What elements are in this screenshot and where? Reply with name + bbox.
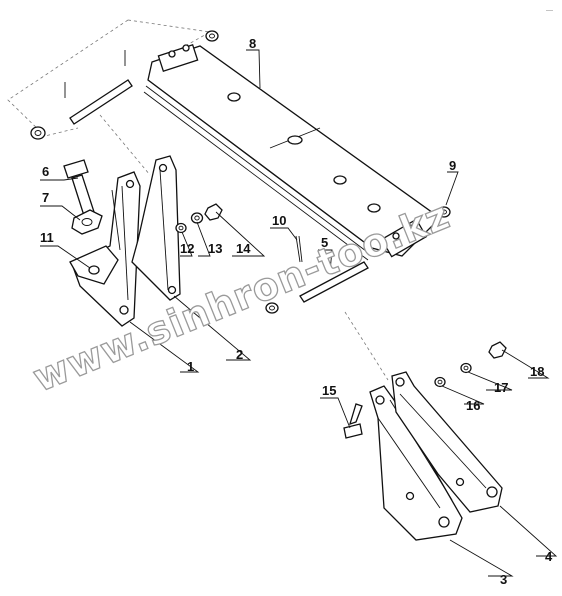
pin-part-5 (265, 261, 369, 314)
callout-10: 10 (272, 213, 286, 228)
callout-labels: 8 9 6 7 11 10 5 12 13 14 1 2 15 16 17 18… (40, 36, 553, 587)
callout-8: 8 (249, 36, 256, 51)
callout-leaders (40, 49, 558, 577)
callout-7: 7 (42, 190, 49, 205)
callout-5: 5 (321, 235, 328, 250)
hardware-parts-16-17-18 (434, 341, 507, 388)
callout-4: 4 (545, 549, 553, 564)
spring-end-hardware (30, 30, 219, 140)
callout-18: 18 (530, 364, 544, 379)
bolt-part-15 (343, 403, 363, 439)
bracket-part-2 (131, 155, 181, 301)
cotter-pin-part-10 (295, 235, 303, 263)
callout-9: 9 (449, 158, 456, 173)
callout-6: 6 (42, 164, 49, 179)
callout-14: 14 (236, 241, 251, 256)
callout-2: 2 (236, 347, 243, 362)
nut-part-7 (71, 209, 103, 235)
callout-16: 16 (466, 398, 480, 413)
plate-part-11 (69, 245, 119, 285)
callout-3: 3 (500, 572, 507, 587)
bracket-part-4 (391, 371, 503, 513)
leaf-spring-part-8 (143, 44, 442, 261)
callout-13: 13 (208, 241, 222, 256)
callout-15: 15 (322, 383, 336, 398)
callout-11: 11 (40, 230, 54, 245)
callout-17: 17 (494, 380, 508, 395)
callout-12: 12 (180, 241, 194, 256)
washer-part-9 (437, 206, 451, 218)
corner-mark: — (546, 7, 553, 14)
callout-1: 1 (187, 359, 194, 374)
hardware-parts-12-13-14 (175, 203, 223, 234)
